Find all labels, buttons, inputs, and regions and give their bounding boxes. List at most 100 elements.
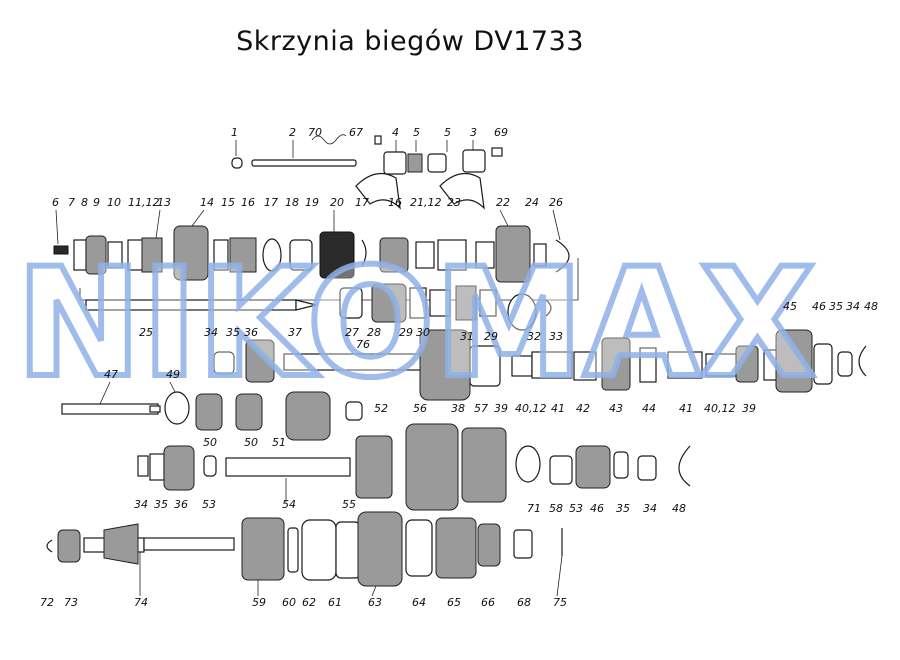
part-label: 28 <box>367 326 381 339</box>
part-label: 34 <box>643 502 657 515</box>
part-label: 45 <box>783 300 797 313</box>
part-group-countershaft <box>61 283 867 425</box>
part-label: 33 <box>549 330 563 343</box>
part-label: 1 <box>231 126 238 139</box>
part-label: 61 <box>328 596 342 609</box>
part-label: 53 <box>569 502 583 515</box>
part-label: 71 <box>527 502 541 515</box>
part-label: 41 <box>551 402 565 415</box>
part-label: 73 <box>64 596 78 609</box>
part-label: 29 <box>399 326 413 339</box>
part-label: 38 <box>451 402 465 415</box>
part-label: 72 <box>40 596 54 609</box>
part-label: 68 <box>517 596 531 609</box>
part-label: 76 <box>356 338 370 351</box>
part-label: 59 <box>252 596 266 609</box>
part-label: 18 <box>285 196 299 209</box>
part-label: 2 <box>289 126 296 139</box>
part-label: 40,12 <box>704 402 736 415</box>
part-label: 49 <box>166 368 180 381</box>
part-label: 35 <box>616 502 630 515</box>
part-label: 67 <box>349 126 363 139</box>
part-label: 17 <box>355 196 369 209</box>
part-label: 9 <box>93 196 100 209</box>
part-label: 25 <box>139 326 153 339</box>
part-label: 69 <box>494 126 508 139</box>
part-group-lower <box>46 329 691 587</box>
page-title: Skrzynia biegów DV1733 <box>236 26 584 57</box>
part-label: 55 <box>342 498 356 511</box>
part-label: 56 <box>413 402 427 415</box>
part-label: 7 <box>68 196 75 209</box>
part-label: 17 <box>264 196 278 209</box>
part-label: 39 <box>494 402 508 415</box>
part-label: 47 <box>104 368 118 381</box>
part-label: 5 <box>413 126 420 139</box>
part-label: 13 <box>157 196 171 209</box>
part-label: 40,12 <box>515 402 547 415</box>
part-label: 50 <box>203 436 217 449</box>
part-label: 34 <box>134 498 148 511</box>
part-label: 65 <box>447 596 461 609</box>
part-label: 19 <box>305 196 319 209</box>
part-label: 14 <box>200 196 214 209</box>
part-label: 35 <box>154 498 168 511</box>
part-label: 43 <box>609 402 623 415</box>
part-label: 46 <box>590 502 604 515</box>
part-labels: 1 2 70 67 4 5 5 3 69 6 7 8 9 10 11,12 13… <box>40 126 878 609</box>
part-label: 8 <box>81 196 88 209</box>
part-label: 63 <box>368 596 382 609</box>
part-label: 54 <box>282 498 296 511</box>
part-label: 29 <box>484 330 498 343</box>
part-label: 66 <box>481 596 495 609</box>
part-label: 35 <box>226 326 240 339</box>
part-label: 22 <box>496 196 510 209</box>
part-label: 42 <box>576 402 590 415</box>
part-label: 62 <box>302 596 316 609</box>
part-label: 16 <box>241 196 255 209</box>
part-label: 15 <box>221 196 235 209</box>
part-label: 34 <box>204 326 218 339</box>
part-label: 57 <box>474 402 488 415</box>
part-label: 36 <box>244 326 258 339</box>
part-label: 75 <box>553 596 567 609</box>
part-label: 46 <box>812 300 826 313</box>
part-label: 20 <box>330 196 344 209</box>
part-label: 64 <box>412 596 426 609</box>
part-label: 48 <box>864 300 878 313</box>
part-label: 58 <box>549 502 563 515</box>
watermark-text: NIKOMAX <box>16 237 815 411</box>
part-label: 32 <box>527 330 541 343</box>
part-label: 6 <box>52 196 59 209</box>
part-label: 30 <box>416 326 430 339</box>
part-label: 34 <box>846 300 860 313</box>
part-label: 10 <box>107 196 121 209</box>
part-label: 37 <box>288 326 302 339</box>
part-label: 48 <box>672 502 686 515</box>
part-label: 44 <box>642 402 656 415</box>
part-label: 74 <box>134 596 148 609</box>
part-label: 26 <box>549 196 563 209</box>
part-group-top <box>231 134 503 210</box>
part-label: 52 <box>374 402 388 415</box>
part-label: 41 <box>679 402 693 415</box>
part-label: 50 <box>244 436 258 449</box>
leader-lines <box>55 140 563 597</box>
part-label: 31 <box>460 330 474 343</box>
part-label: 60 <box>282 596 296 609</box>
part-label: 16 <box>388 196 402 209</box>
part-label: 5 <box>444 126 451 139</box>
part-label: 4 <box>392 126 399 139</box>
part-label: 24 <box>525 196 539 209</box>
part-label: 35 <box>829 300 843 313</box>
part-label: 70 <box>308 126 322 139</box>
part-label: 36 <box>174 498 188 511</box>
part-label: 21,12 <box>410 196 442 209</box>
part-label: 39 <box>742 402 756 415</box>
part-label: 27 <box>345 326 359 339</box>
part-label: 53 <box>202 498 216 511</box>
part-label: 11,12 <box>128 196 160 209</box>
part-label: 23 <box>447 196 461 209</box>
part-label: 3 <box>470 126 477 139</box>
